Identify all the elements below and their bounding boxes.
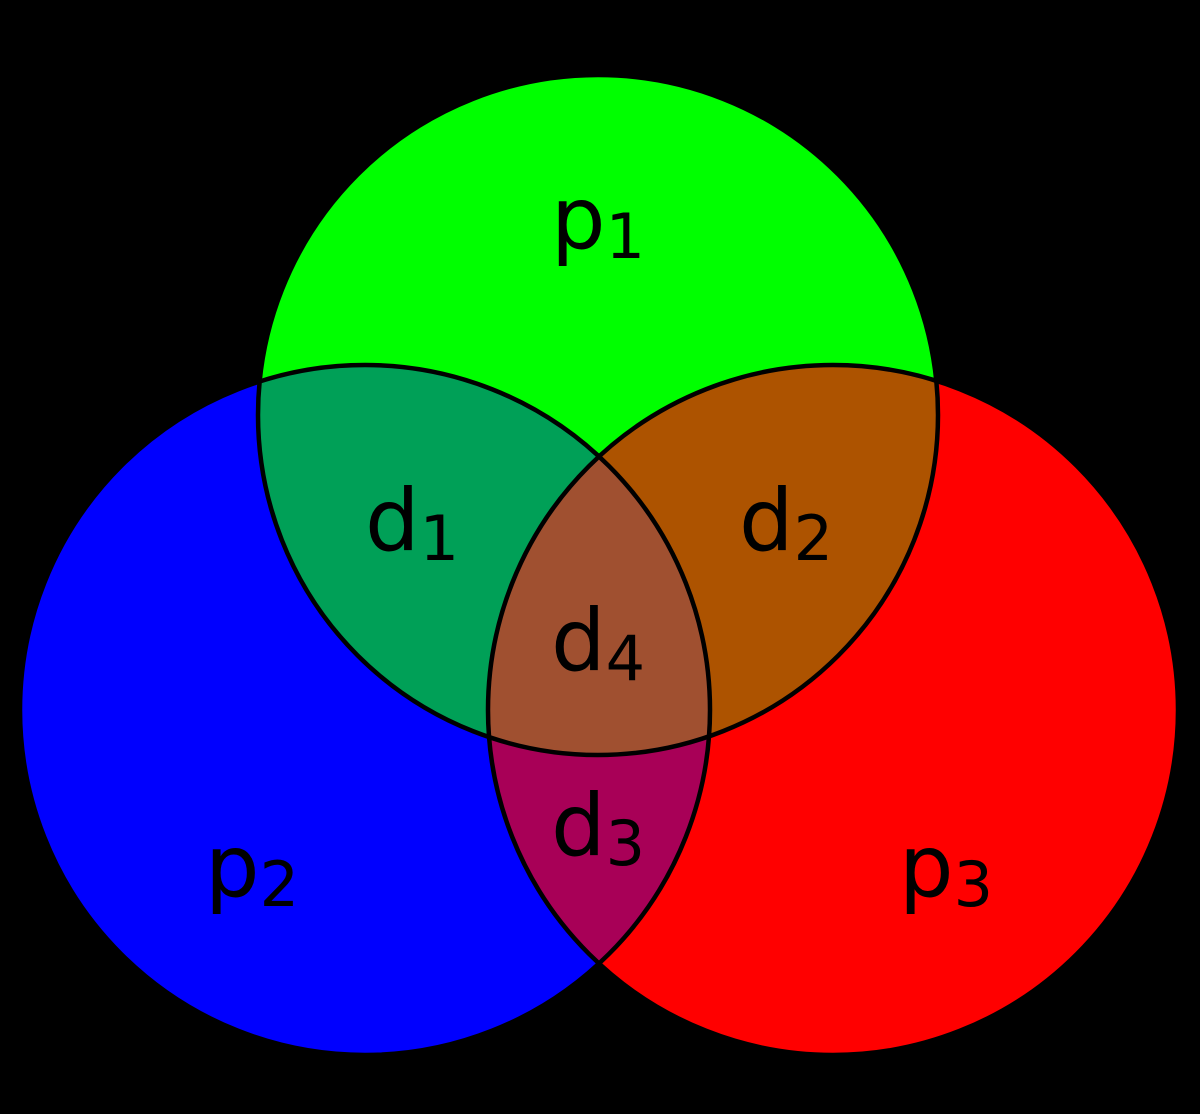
intersection-label-d1: d1	[365, 471, 459, 575]
intersection-label-d2: d2	[739, 471, 833, 575]
set-label-p3: p3	[899, 817, 993, 921]
set-label-p2: p2	[205, 817, 299, 921]
set-outline-p2	[17, 362, 713, 1058]
set-outline-p3	[485, 362, 1181, 1058]
intersection-label-d3: d3	[551, 776, 645, 880]
set-label-p1: p1	[551, 169, 645, 273]
set-outline-p1	[255, 72, 941, 758]
intersection-label-d4: d4	[551, 591, 645, 695]
